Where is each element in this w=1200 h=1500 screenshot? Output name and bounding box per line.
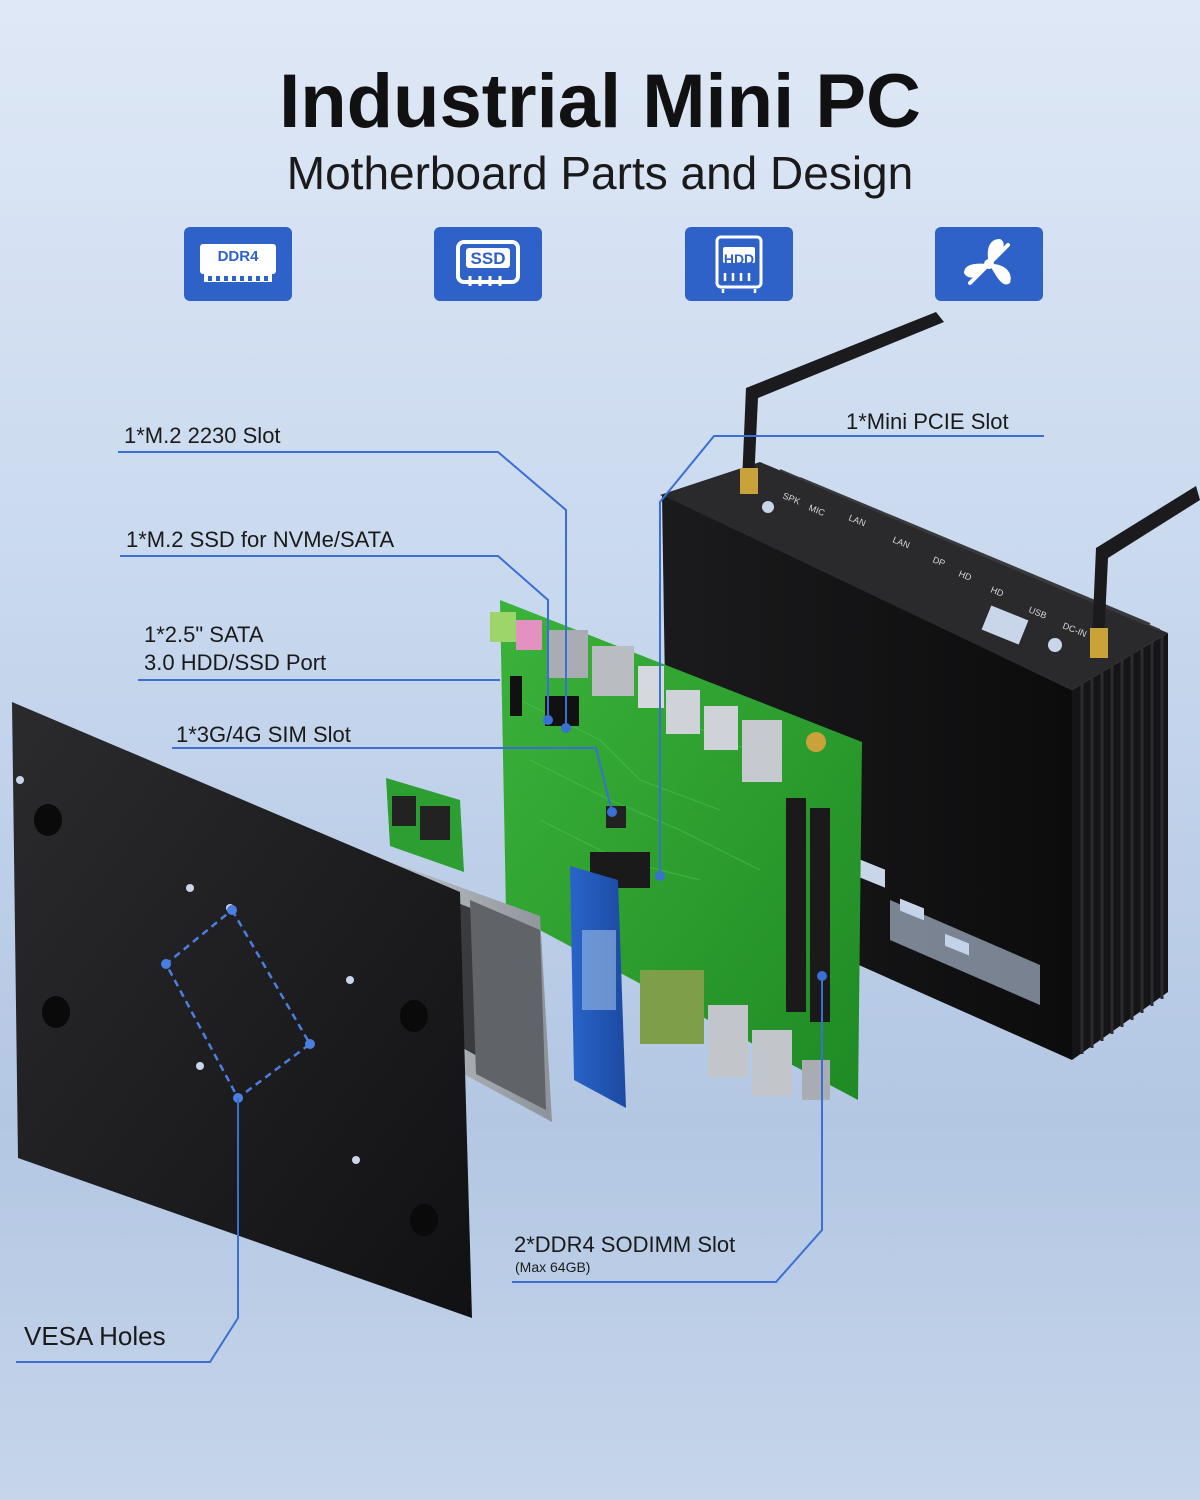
callout-sim: 1*3G/4G SIM Slot — [176, 722, 351, 747]
ram-module — [570, 866, 626, 1108]
leader-m2-ssd — [120, 555, 549, 720]
page-subtitle: Motherboard Parts and Design — [286, 147, 914, 199]
callout-mini-pcie: 1*Mini PCIE Slot — [846, 409, 1009, 434]
leader-mini-pcie — [659, 435, 1044, 876]
callout-m2-2230: 1*M.2 2230 Slot — [124, 423, 281, 448]
feature-hdd-label: HDD — [723, 251, 755, 267]
feature-hdd-badge: HDD — [685, 227, 793, 301]
callout-sata-line2: 3.0 HDD/SSD Port — [144, 650, 327, 675]
port-label-dp: DP — [931, 555, 946, 569]
vesa-mounting-plate — [12, 702, 472, 1318]
leader-vesa — [16, 1098, 239, 1363]
leader-sodimm — [512, 976, 823, 1283]
feature-ssd-label: SSD — [470, 249, 506, 268]
feature-ddr4-label: DDR4 — [217, 248, 259, 265]
callout-sata-line1: 1*2.5" SATA — [144, 622, 264, 647]
callout-leader-lines — [16, 435, 1044, 1363]
feature-fanless-badge — [935, 227, 1043, 301]
feature-ssd-badge: SSD — [434, 227, 542, 301]
wifi-antenna-right — [1090, 486, 1200, 658]
port-label-hd-2: HD — [989, 585, 1005, 599]
port-label-hd-1: HD — [957, 569, 973, 583]
callout-vesa: VESA Holes — [24, 1321, 166, 1351]
wifi-antenna-left — [740, 312, 944, 494]
page-title: Industrial Mini PC — [279, 59, 921, 144]
fan-icon — [964, 239, 1011, 285]
ssd-icon — [456, 240, 520, 286]
motherboard — [490, 600, 862, 1100]
callout-sodimm-note: (Max 64GB) — [515, 1259, 591, 1275]
ram-icon — [200, 244, 276, 282]
leader-sim — [172, 747, 613, 813]
m2-ssd-card — [386, 778, 464, 872]
callout-m2-ssd: 1*M.2 SSD for NVMe/SATA — [126, 527, 395, 552]
callout-sodimm: 2*DDR4 SODIMM Slot — [514, 1232, 736, 1257]
hdd-icon — [715, 235, 763, 293]
feature-ddr4-badge: DDR4 — [184, 227, 292, 301]
leader-m2-2230 — [118, 451, 567, 728]
callout-anchor-dots — [543, 715, 827, 981]
